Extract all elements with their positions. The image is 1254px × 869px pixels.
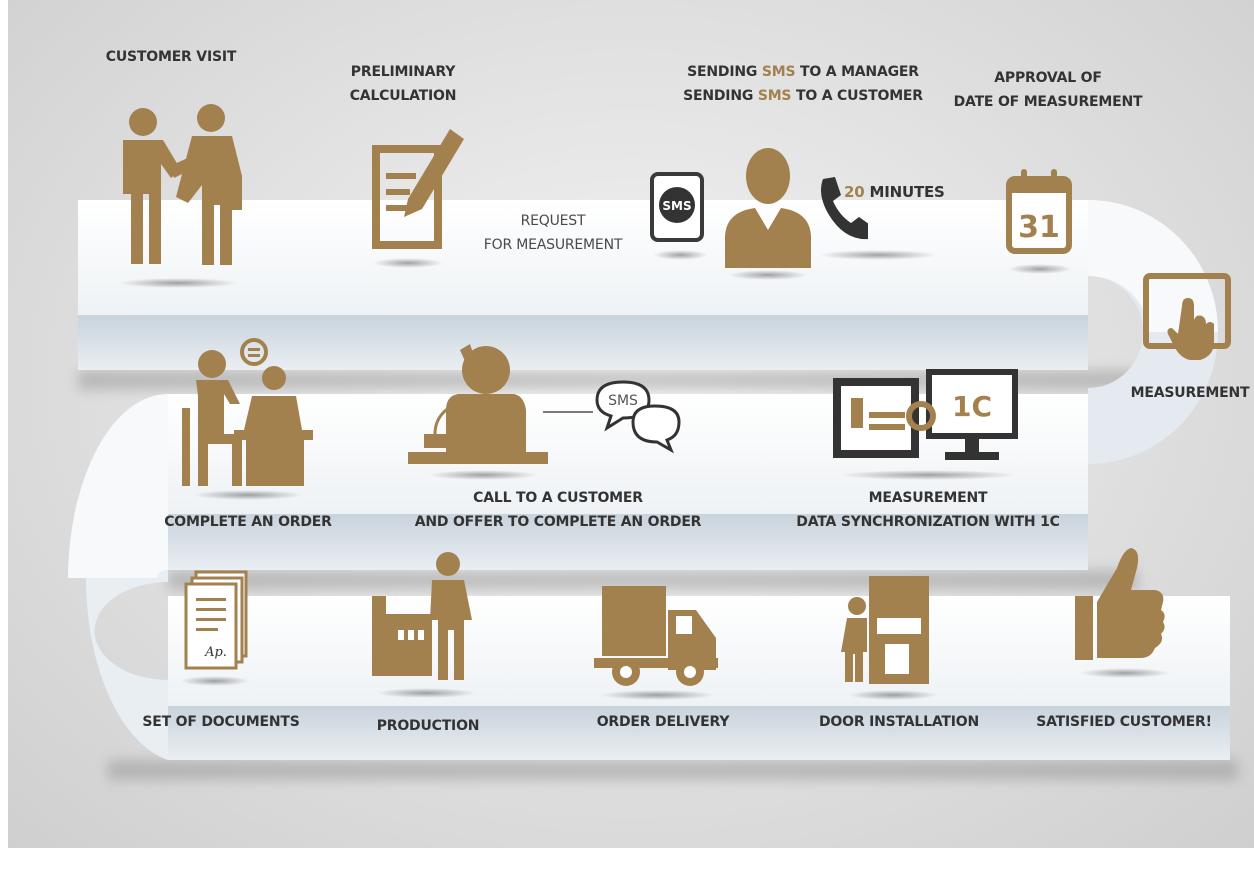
sms-manager-highlight: SMS (761, 64, 796, 80)
shadow (653, 250, 708, 260)
label-preliminary-calc-1: PRELIMINARY (350, 64, 456, 80)
manager-person-icon (725, 148, 811, 268)
shadow (838, 470, 1018, 480)
sms-manager-before: SENDING (687, 64, 762, 80)
label-sms-customer: SENDING SMS TO A CUSTOMER (668, 86, 938, 106)
customer-at-desk-icon (182, 338, 313, 486)
sms-message-icon: SMS (650, 172, 704, 242)
twenty-after: MINUTES (864, 183, 945, 201)
calculation-form-icon (372, 129, 464, 249)
shadow (373, 258, 443, 268)
handshake-icon (123, 104, 242, 265)
calendar-icon: 31 (1006, 169, 1072, 254)
sms-badge-text: SMS (662, 199, 691, 213)
shadow (728, 270, 808, 280)
shadow (818, 250, 938, 260)
label-preliminary-calc-2: CALCULATION (349, 88, 457, 104)
phone-icon (821, 177, 868, 240)
label-sms-manager: SENDING SMS TO A MANAGER (668, 62, 938, 82)
label-approval-1: APPROVAL OF (994, 70, 1102, 86)
label-door-installation: DOOR INSTALLATION (819, 714, 979, 730)
data-sync-icon: 1C (833, 369, 1018, 460)
label-data-sync-1: MEASUREMENT (868, 490, 988, 506)
label-twenty-minutes: 20 MINUTES (844, 182, 954, 202)
delivery-truck-icon (594, 586, 718, 686)
production-worker-icon (372, 552, 472, 680)
label-approval-2: DATE OF MEASUREMENT (953, 94, 1143, 110)
sms-customer-after: TO A CUSTOMER (791, 88, 923, 104)
shadow (376, 688, 476, 698)
shadow (1080, 668, 1170, 678)
process-diagram: CUSTOMER VISIT PRELIMINARY CALCULATION R… (8, 0, 1254, 848)
shadow (848, 690, 938, 700)
sms-bubble-text: SMS (608, 393, 638, 409)
tablet-touch-icon (1143, 273, 1231, 360)
label-request-1: REQUEST (520, 213, 586, 229)
sms-manager-after: TO A MANAGER (795, 64, 919, 80)
sms-customer-before: SENDING (683, 88, 758, 104)
label-satisfied-customer: SATISFIED CUSTOMER! (1036, 714, 1212, 730)
shadow (193, 490, 303, 500)
label-measurement: MEASUREMENT (1130, 385, 1250, 401)
onec-logo-text: 1C (952, 390, 992, 423)
twenty-highlight: 20 (844, 183, 865, 201)
door-installation-icon (841, 576, 929, 684)
calendar-day-text: 31 (1018, 210, 1060, 245)
label-production: PRODUCTION (376, 718, 480, 734)
label-customer-visit: CUSTOMER VISIT (105, 49, 237, 65)
shadow (600, 690, 715, 700)
shadow (118, 278, 238, 288)
sms-chat-bubbles-icon: SMS (595, 380, 681, 453)
shadow (1008, 264, 1072, 274)
thumbs-up-icon (1075, 548, 1165, 660)
label-complete-order: COMPLETE AN ORDER (164, 514, 332, 530)
connector-line (543, 411, 593, 413)
sms-customer-highlight: SMS (757, 88, 792, 104)
label-call-customer-1: CALL TO A CUSTOMER (473, 490, 643, 506)
call-operator-icon (408, 344, 548, 464)
signature-text: Ap. (204, 645, 227, 660)
shadow (428, 470, 538, 480)
label-call-customer-2: AND OFFER TO COMPLETE AN ORDER (414, 514, 702, 530)
label-order-delivery: ORDER DELIVERY (596, 714, 730, 730)
label-request-2: FOR MEASUREMENT (483, 237, 623, 253)
label-set-of-documents: SET OF DOCUMENTS (142, 714, 300, 730)
shadow (180, 676, 250, 686)
label-data-sync-2: DATA SYNCHRONIZATION WITH 1C (796, 514, 1060, 530)
documents-icon: Ap. (184, 570, 248, 670)
